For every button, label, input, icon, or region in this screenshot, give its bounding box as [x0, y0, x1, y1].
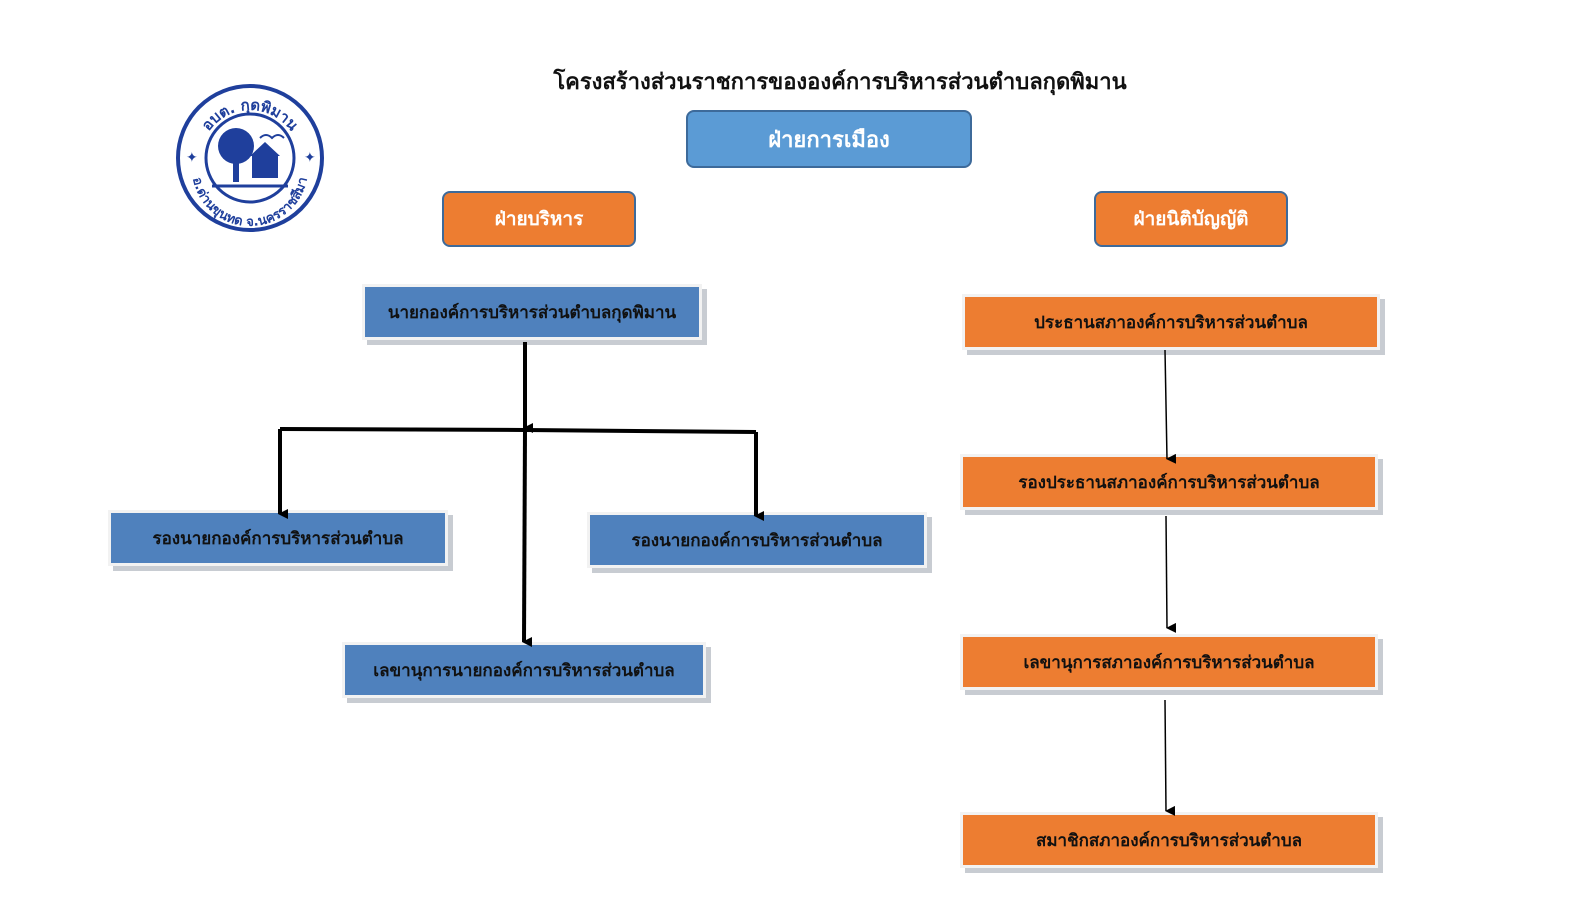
- executive-branch-header: ฝ่ายบริหาร: [442, 191, 636, 247]
- vice-to-secretary-connector: [1165, 515, 1177, 633]
- council-members-label: สมาชิกสภาองค์การบริหารส่วนตำบล: [1035, 830, 1303, 851]
- page-title: โครงสร้างส่วนราชการขององค์การบริหารส่วนต…: [553, 70, 1127, 95]
- council-secretary-label: เลขานุการสภาองค์การบริหารส่วนตำบล: [1023, 652, 1315, 673]
- executive-branch-label: ฝ่ายบริหาร: [494, 208, 584, 230]
- mayor-secretary-box: เลขานุการนายกองค์การบริหารส่วนตำบล: [342, 642, 706, 698]
- council-vice-president-label: รองประธานสภาองค์การบริหารส่วนตำบล: [1018, 472, 1320, 493]
- horizontal-branch-connector: [279, 427, 757, 434]
- mayor-label: นายกองค์การบริหารส่วนตำบลกุดพิมาน: [387, 302, 677, 323]
- deputy-mayor-right-label: รองนายกองค์การบริหารส่วนตำบล: [631, 530, 883, 551]
- president-to-vice-connector: [1164, 349, 1177, 464]
- star-icon: ✦: [186, 150, 198, 166]
- mayor-secretary-label: เลขานุการนายกองค์การบริหารส่วนตำบล: [373, 660, 675, 681]
- council-president-box: ประธานสภาองค์การบริหารส่วนตำบล: [962, 294, 1380, 350]
- deputy-mayor-left-box: รองนายกองค์การบริหารส่วนตำบล: [108, 510, 448, 566]
- secretary-connector: [522, 429, 533, 648]
- political-branch-header: ฝ่ายการเมือง: [686, 110, 972, 168]
- secretary-to-members-connector: [1164, 699, 1176, 816]
- legislative-branch-header: ฝ่ายนิติบัญญัติ: [1094, 191, 1288, 247]
- deputy-mayor-left-label: รองนายกองค์การบริหารส่วนตำบล: [152, 528, 404, 549]
- legislative-branch-label: ฝ่ายนิติบัญญัติ: [1133, 208, 1249, 230]
- organization-seal-logo: อบต. กุดพิมาน อ.ด่านขุนทด จ.นครราชสีมา ✦…: [176, 84, 324, 232]
- star-icon: ✦: [304, 150, 316, 166]
- council-secretary-box: เลขานุการสภาองค์การบริหารส่วนตำบล: [960, 634, 1378, 690]
- mayor-box: นายกองค์การบริหารส่วนตำบลกุดพิมาน: [362, 284, 702, 340]
- council-president-label: ประธานสภาองค์การบริหารส่วนตำบล: [1034, 312, 1308, 333]
- council-vice-president-box: รองประธานสภาองค์การบริหารส่วนตำบล: [960, 454, 1378, 510]
- political-branch-label: ฝ่ายการเมือง: [768, 127, 890, 153]
